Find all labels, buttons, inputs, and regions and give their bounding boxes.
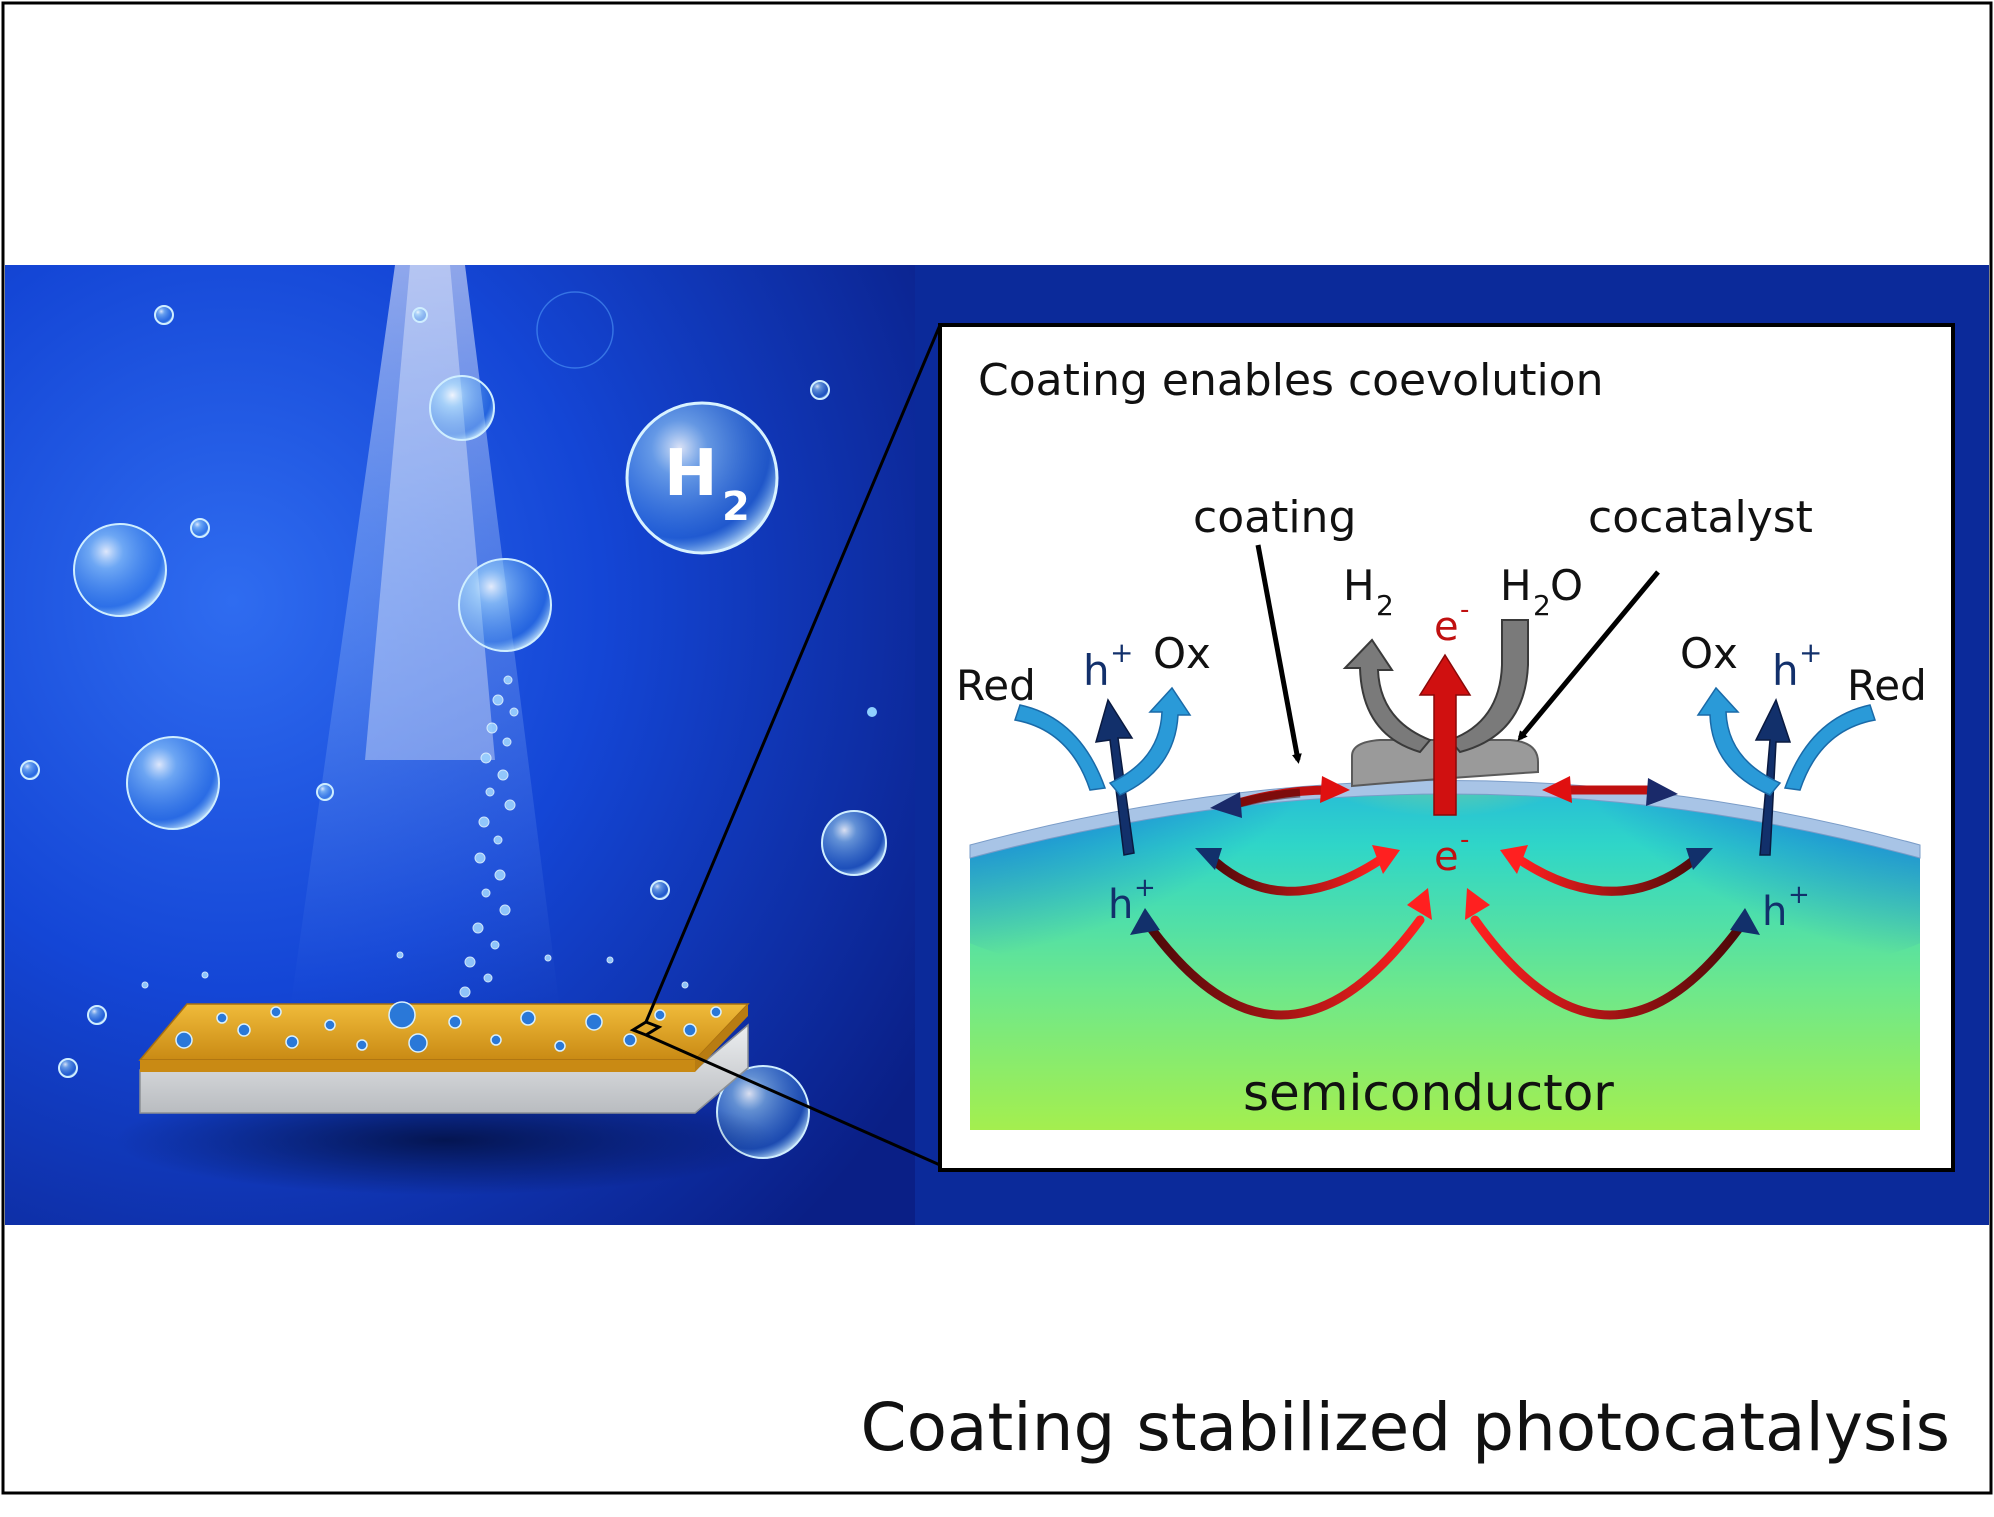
bubble-stream: [141, 675, 689, 998]
red-arrow-right: [1783, 704, 1876, 791]
bubble: [810, 380, 830, 400]
ox-arrow-left: [1108, 686, 1192, 796]
electron-label-mid-sup: -: [1460, 825, 1469, 855]
coating-pointer: [1255, 544, 1302, 764]
h2-bubble: H 2: [625, 401, 779, 555]
h2-bubble-label: H: [664, 437, 718, 511]
light-beam: [290, 265, 560, 1010]
hole-up-arrow-right: [1754, 698, 1792, 856]
plate-coating-edge: [140, 1060, 695, 1072]
ox-label-right: Ox: [1680, 629, 1738, 678]
ox-label-left: Ox: [1153, 629, 1211, 678]
surface-transport-arrows: [1210, 776, 1678, 818]
semiconductor-label: semiconductor: [1243, 1064, 1614, 1122]
hole-up-arrow-left: [1094, 698, 1135, 856]
bubble: [58, 1058, 78, 1078]
cocatalyst-pointer: [1517, 570, 1660, 742]
h2o-supply-arrow: [1448, 619, 1529, 754]
hole-label-right-top: h: [1772, 646, 1799, 695]
h2-product-label: H: [1343, 561, 1375, 610]
cocatalyst-label: cocatalyst: [1588, 492, 1813, 543]
hole-label-left-low: h: [1108, 882, 1133, 928]
bubble: [316, 783, 334, 801]
h2-bubble-circle: [625, 401, 779, 555]
bubble: [458, 558, 552, 652]
h2-bubble-subscript: 2: [722, 484, 750, 530]
electron-label-top: e: [1434, 604, 1459, 650]
bubble: [73, 523, 167, 617]
photocatalyst-plate: [138, 1003, 750, 1114]
coating-label: coating: [1193, 492, 1356, 543]
inset-title: Coating enables coevolution: [978, 355, 1603, 406]
charge-arrow-left-lower: [1140, 915, 1425, 1020]
bubble: [650, 880, 670, 900]
electron-label-top-sup: -: [1460, 595, 1469, 625]
zoom-line-top: [644, 324, 942, 1023]
bubbles-group: [20, 291, 887, 1159]
hole-label-left-top: h: [1083, 646, 1110, 695]
bubble: [20, 760, 40, 780]
charge-arrow-left-upper: [1203, 850, 1385, 896]
hole-label-right-low-sup: +: [1788, 880, 1810, 910]
inset-labels: coating cocatalyst H 2 H 2 O e - e - Red…: [956, 492, 1927, 1122]
charge-arrow-right-lower: [1470, 915, 1750, 1020]
bubble: [867, 707, 877, 717]
bubble: [412, 307, 428, 323]
electron-up-arrow: [1418, 653, 1472, 816]
redox-arrows: [1014, 686, 1876, 796]
hole-label-right-low: h: [1762, 889, 1787, 935]
ox-arrow-right: [1696, 686, 1782, 796]
zoom-region-marker: [629, 1020, 663, 1037]
h2-evolution-arrow: [1342, 638, 1432, 754]
h2o-label-subscript: 2: [1533, 589, 1551, 622]
red-label-left: Red: [956, 661, 1036, 710]
bubble: [821, 810, 887, 876]
bubble: [87, 1005, 107, 1025]
hole-label-right-top-sup: +: [1799, 636, 1822, 669]
h2o-label-o: O: [1550, 561, 1583, 610]
h2-product-subscript: 2: [1376, 589, 1394, 622]
figure-caption: Coating stabilized photocatalysis: [861, 1389, 1950, 1466]
h2o-label-h: H: [1500, 561, 1532, 610]
electron-label-mid: e: [1434, 834, 1459, 880]
hole-label-left-top-sup: +: [1110, 636, 1133, 669]
charge-transport-arrows: [1130, 845, 1760, 1020]
zoom-line-bottom: [645, 1033, 941, 1167]
red-label-right: Red: [1847, 661, 1927, 710]
zoom-callout: [629, 324, 942, 1167]
coating-layer: [969, 780, 1921, 859]
red-arrow-left: [1014, 704, 1107, 791]
bubble: [429, 375, 495, 441]
light-beam-core: [365, 265, 495, 760]
bubble: [154, 305, 174, 325]
surface-droplets: [175, 1001, 722, 1053]
bubble: [190, 518, 210, 538]
plate-coating-side: [695, 1004, 748, 1072]
bubble: [126, 736, 220, 830]
hole-label-left-low-sup: +: [1134, 873, 1156, 903]
charge-arrow-right-upper: [1515, 850, 1705, 896]
bubble-faint: [536, 291, 614, 369]
